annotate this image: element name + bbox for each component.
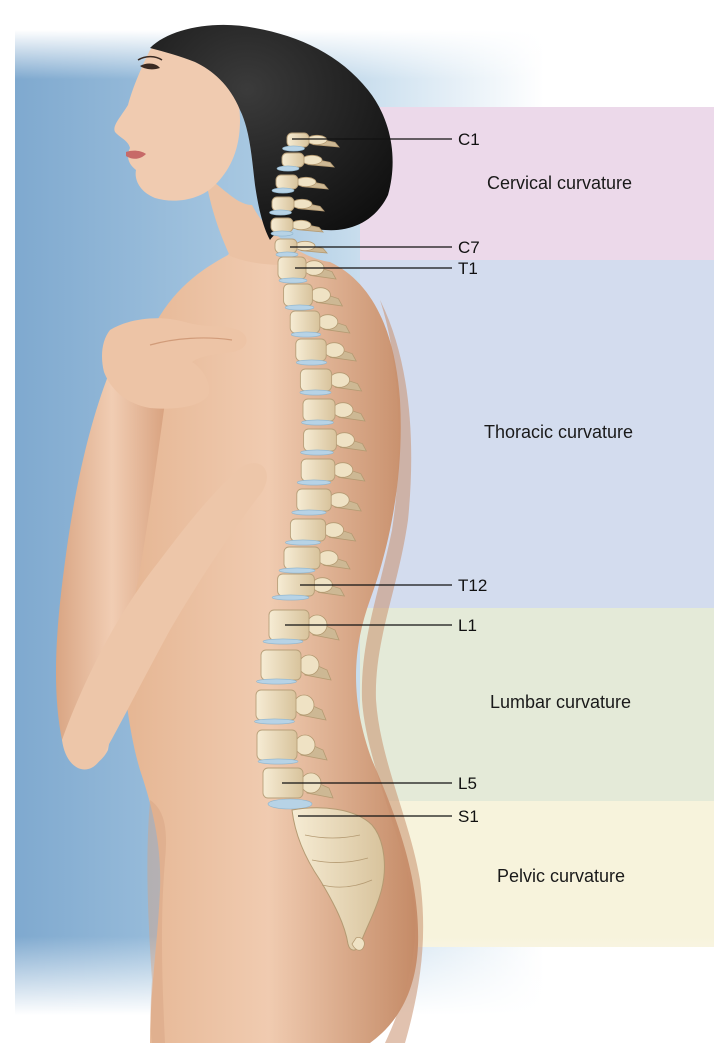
intervertebral-disc: [263, 639, 303, 644]
label-l1: L1: [458, 616, 477, 635]
intervertebral-disc: [277, 166, 299, 171]
intervertebral-disc: [279, 568, 315, 573]
label-thoracic-curvature: Thoracic curvature: [484, 422, 633, 442]
intervertebral-disc: [291, 332, 321, 337]
intervertebral-disc: [292, 510, 326, 515]
label-l5: L5: [458, 774, 477, 793]
intervertebral-disc: [297, 480, 331, 485]
intervertebral-disc: [271, 231, 293, 236]
intervertebral-disc: [300, 390, 331, 395]
intervertebral-disc: [283, 146, 305, 151]
label-c7: C7: [458, 238, 480, 257]
intervertebral-disc: [279, 278, 307, 283]
label-t12: T12: [458, 576, 487, 595]
intervertebral-disc: [272, 595, 309, 600]
intervertebral-disc: [268, 799, 312, 809]
label-cervical-curvature: Cervical curvature: [487, 173, 632, 193]
label-c1: C1: [458, 130, 480, 149]
intervertebral-disc: [276, 252, 298, 257]
intervertebral-disc: [270, 210, 292, 215]
intervertebral-disc: [258, 759, 298, 764]
intervertebral-disc: [272, 188, 294, 193]
intervertebral-disc: [255, 719, 295, 724]
intervertebral-disc: [296, 360, 326, 365]
label-lumbar-curvature: Lumbar curvature: [490, 692, 631, 712]
intervertebral-disc: [302, 420, 334, 425]
label-t1: T1: [458, 259, 478, 278]
intervertebral-disc: [285, 540, 320, 545]
label-s1: S1: [458, 807, 479, 826]
intervertebral-disc: [285, 305, 314, 310]
label-pelvic-curvature: Pelvic curvature: [497, 866, 625, 886]
intervertebral-disc: [257, 679, 297, 684]
intervertebral-disc: [301, 450, 334, 455]
